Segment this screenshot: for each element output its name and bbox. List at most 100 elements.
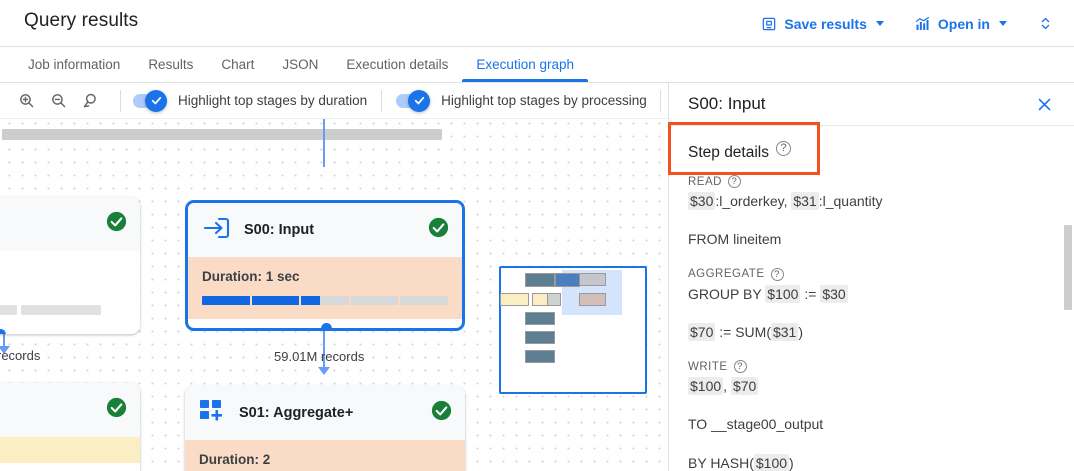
- open-in-label: Open in: [937, 15, 990, 32]
- status-success-icon: [106, 211, 127, 237]
- sum-token-b: $31: [770, 322, 799, 341]
- read-token-b-rest: :l_quantity: [818, 193, 883, 209]
- read-token-a-rest: :l_orderkey,: [715, 193, 792, 209]
- zoom-out-icon[interactable]: [44, 87, 72, 115]
- graph-edge-arrow: [318, 367, 330, 375]
- graph-node-offscreen-bottom[interactable]: [0, 383, 140, 471]
- toggle-highlight-duration-label: Highlight top stages by duration: [178, 93, 368, 108]
- by-hash-clause: BY HASH($100): [688, 453, 1054, 471]
- input-arrow-icon: [202, 215, 230, 246]
- status-success-icon: [428, 217, 449, 243]
- toggle-switch-track: [133, 89, 167, 112]
- page-title: Query results: [24, 10, 139, 31]
- minimap-node: [579, 273, 606, 286]
- save-icon: [761, 16, 777, 32]
- help-circle-icon[interactable]: ?: [727, 175, 741, 188]
- bar-segment: [202, 296, 250, 305]
- zoom-in-icon[interactable]: [12, 87, 40, 115]
- node-placeholder-bar: [0, 305, 17, 315]
- toggle-switch-knob: [408, 89, 431, 112]
- write-section-label: WRITE ?: [688, 360, 1054, 374]
- read-section-label: READ ?: [688, 175, 1054, 188]
- sum-mid: := SUM(: [715, 323, 771, 340]
- to-clause: TO __stage00_output: [688, 416, 824, 433]
- bar-segment: [301, 296, 349, 305]
- graph-node-s01-aggregate[interactable]: S01: Aggregate+ Duration: 2: [185, 386, 465, 471]
- tab-bar: Job information Results Chart JSON Execu…: [0, 47, 1074, 83]
- tab-execution-graph[interactable]: Execution graph: [462, 47, 588, 82]
- minimap-node: [525, 350, 555, 363]
- minimap-node: [525, 331, 555, 344]
- write-token-a: $100: [688, 377, 724, 396]
- chart-bar-icon: [914, 16, 931, 32]
- graph-edge: [323, 325, 325, 370]
- panel-body: Step details ? READ ? $30:l_orderkey, $3…: [669, 126, 1074, 471]
- graph-edge-label: records: [0, 348, 41, 363]
- tab-job-information[interactable]: Job information: [28, 57, 121, 72]
- save-results-label: Save results: [784, 15, 867, 32]
- execution-graph-canvas[interactable]: 59.01M records records: [0, 119, 668, 471]
- zoom-reset-icon[interactable]: [76, 87, 104, 115]
- minimap-node: [555, 273, 580, 287]
- aggregate-section-label: AGGREGATE ?: [688, 267, 1054, 281]
- minimap-node: [532, 293, 548, 306]
- graph-edge: [323, 119, 325, 167]
- by-prefix: BY HASH(: [688, 454, 754, 471]
- panel-vertical-scrollbar-thumb[interactable]: [1064, 225, 1072, 310]
- group-by-token-b: $30: [820, 284, 848, 303]
- node-body: Duration: 1 sec: [188, 257, 462, 319]
- graph-horizontal-scrollbar-thumb[interactable]: [2, 129, 442, 140]
- graph-horizontal-scrollbar[interactable]: [0, 124, 668, 140]
- node-anchor-dot: [321, 323, 332, 328]
- tab-results[interactable]: Results: [148, 57, 194, 72]
- save-results-button[interactable]: Save results: [752, 10, 893, 38]
- chevron-down-icon: [875, 21, 884, 26]
- graph-edge-arrow: [0, 346, 10, 354]
- toggle-switch-track: [396, 89, 431, 112]
- toolbar-divider: [120, 89, 121, 112]
- read-token-b: $31: [791, 192, 819, 210]
- open-in-button[interactable]: Open in: [905, 10, 1016, 38]
- read-token-a: $30: [688, 192, 716, 210]
- graph-node-s00-input[interactable]: S00: Input Duration: 1 sec: [185, 200, 465, 331]
- write-value: $100, $70: [688, 376, 1054, 396]
- status-success-icon: [106, 397, 127, 423]
- node-body: [0, 437, 140, 463]
- node-duration-label: Duration: 2: [199, 452, 271, 467]
- node-header: S00: Input: [188, 203, 462, 257]
- graph-node-offscreen-top[interactable]: [0, 197, 140, 334]
- node-duration-bar: [202, 296, 448, 305]
- minimap-node: [579, 293, 606, 306]
- bar-segment: [400, 296, 448, 305]
- bar-segment: [251, 296, 300, 305]
- help-circle-icon[interactable]: ?: [733, 360, 747, 374]
- node-body: Duration: 2: [185, 440, 465, 471]
- step-details-label: Step details: [688, 144, 769, 161]
- write-label: WRITE: [688, 360, 728, 373]
- group-by-prefix: GROUP BY: [688, 285, 766, 302]
- help-circle-icon[interactable]: ?: [770, 267, 784, 281]
- toggle-highlight-processing[interactable]: Highlight top stages by processing: [396, 89, 647, 112]
- group-by-mid: :=: [800, 285, 821, 302]
- graph-minimap[interactable]: [499, 266, 647, 394]
- sum-token-a: $70: [688, 322, 716, 341]
- toolbar-divider: [659, 89, 661, 112]
- unfold-more-icon[interactable]: [1030, 9, 1060, 39]
- read-value: $30:l_orderkey, $31:l_quantity: [688, 191, 1054, 211]
- tab-execution-details[interactable]: Execution details: [346, 57, 449, 72]
- read-label: READ: [688, 175, 722, 188]
- node-header: [0, 197, 140, 251]
- chevron-down-icon: [999, 21, 1007, 26]
- help-circle-icon[interactable]: ?: [776, 140, 791, 156]
- tab-chart[interactable]: Chart: [221, 57, 255, 72]
- bar-segment: [350, 296, 399, 305]
- close-icon[interactable]: [1030, 90, 1058, 118]
- minimap-node: [500, 293, 529, 306]
- panel-title: S00: Input: [688, 94, 766, 113]
- toggle-highlight-duration[interactable]: Highlight top stages by duration: [133, 89, 368, 112]
- group-by-token-a: $100: [765, 284, 801, 303]
- node-title: S01: Aggregate+: [239, 405, 354, 421]
- minimap-node: [525, 273, 555, 287]
- tab-json[interactable]: JSON: [282, 57, 319, 72]
